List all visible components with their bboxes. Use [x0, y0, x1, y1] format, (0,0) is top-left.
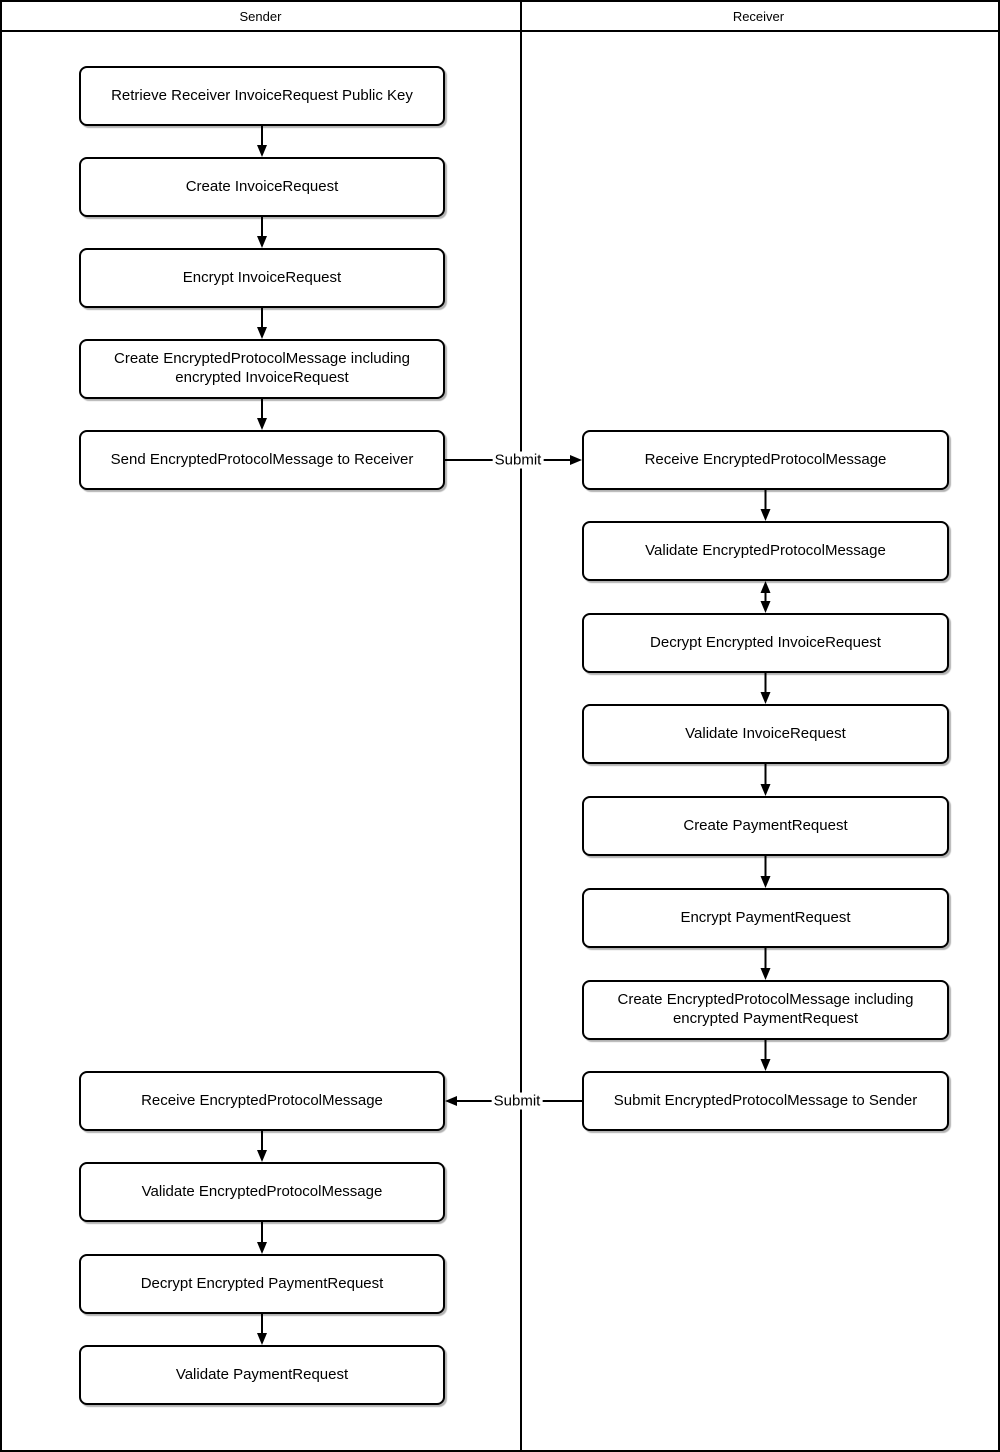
node-decrypt-encrypted-paymentrequest: Decrypt Encrypted PaymentRequest — [79, 1254, 445, 1314]
lane-title-sender: Sender — [239, 8, 282, 24]
arrow-r3-r4 — [760, 673, 771, 704]
arrow-r4-r5 — [760, 764, 771, 796]
node-encrypt-paymentrequest: Encrypt PaymentRequest — [582, 888, 949, 948]
arrow-b1-b2 — [257, 1131, 267, 1162]
node-create-encryptedprotocolmessage-invoice: Create EncryptedProtocolMessage includin… — [79, 339, 445, 399]
arrow-r1-r2 — [760, 490, 771, 521]
arrow-r6-r7 — [760, 948, 771, 980]
submit-edge-label-payment: Submit — [491, 1092, 543, 1110]
lane-header-row: Sender Receiver — [2, 2, 998, 32]
node-validate-invoicerequest: Validate InvoiceRequest — [582, 704, 949, 764]
submit-edge-label-invoice: Submit — [492, 451, 544, 469]
arrow-s2-s3 — [257, 217, 267, 248]
lane-title-receiver: Receiver — [732, 8, 785, 24]
node-receiver-receive-encryptedprotocolmessage: Receive EncryptedProtocolMessage — [582, 430, 949, 490]
node-create-encryptedprotocolmessage-payment: Create EncryptedProtocolMessage includin… — [582, 980, 949, 1040]
node-receiver-validate-encryptedprotocolmessage: Validate EncryptedProtocolMessage — [582, 521, 949, 581]
node-create-paymentrequest: Create PaymentRequest — [582, 796, 949, 856]
arrow-s1-s2 — [257, 126, 267, 157]
node-validate-paymentrequest: Validate PaymentRequest — [79, 1345, 445, 1405]
node-sender-receive-encryptedprotocolmessage: Receive EncryptedProtocolMessage — [79, 1071, 445, 1131]
lane-divider — [520, 2, 522, 1450]
arrow-s4-s5 — [257, 399, 267, 430]
node-submit-encryptedprotocolmessage-to-sender: Submit EncryptedProtocolMessage to Sende… — [582, 1071, 949, 1131]
node-retrieve-receiver-public-key: Retrieve Receiver InvoiceRequest Public … — [79, 66, 445, 126]
arrow-r2-r3-bidirectional — [760, 581, 771, 613]
node-send-encryptedprotocolmessage: Send EncryptedProtocolMessage to Receive… — [79, 430, 445, 490]
arrow-b3-b4 — [257, 1314, 267, 1345]
arrow-r7-r8 — [760, 1040, 771, 1071]
arrow-b2-b3 — [257, 1222, 267, 1254]
node-encrypt-invoicerequest: Encrypt InvoiceRequest — [79, 248, 445, 308]
arrow-r5-r6 — [760, 856, 771, 888]
node-decrypt-encrypted-invoicerequest: Decrypt Encrypted InvoiceRequest — [582, 613, 949, 673]
node-create-invoicerequest: Create InvoiceRequest — [79, 157, 445, 217]
arrow-s3-s4 — [257, 308, 267, 339]
node-sender-validate-encryptedprotocolmessage: Validate EncryptedProtocolMessage — [79, 1162, 445, 1222]
